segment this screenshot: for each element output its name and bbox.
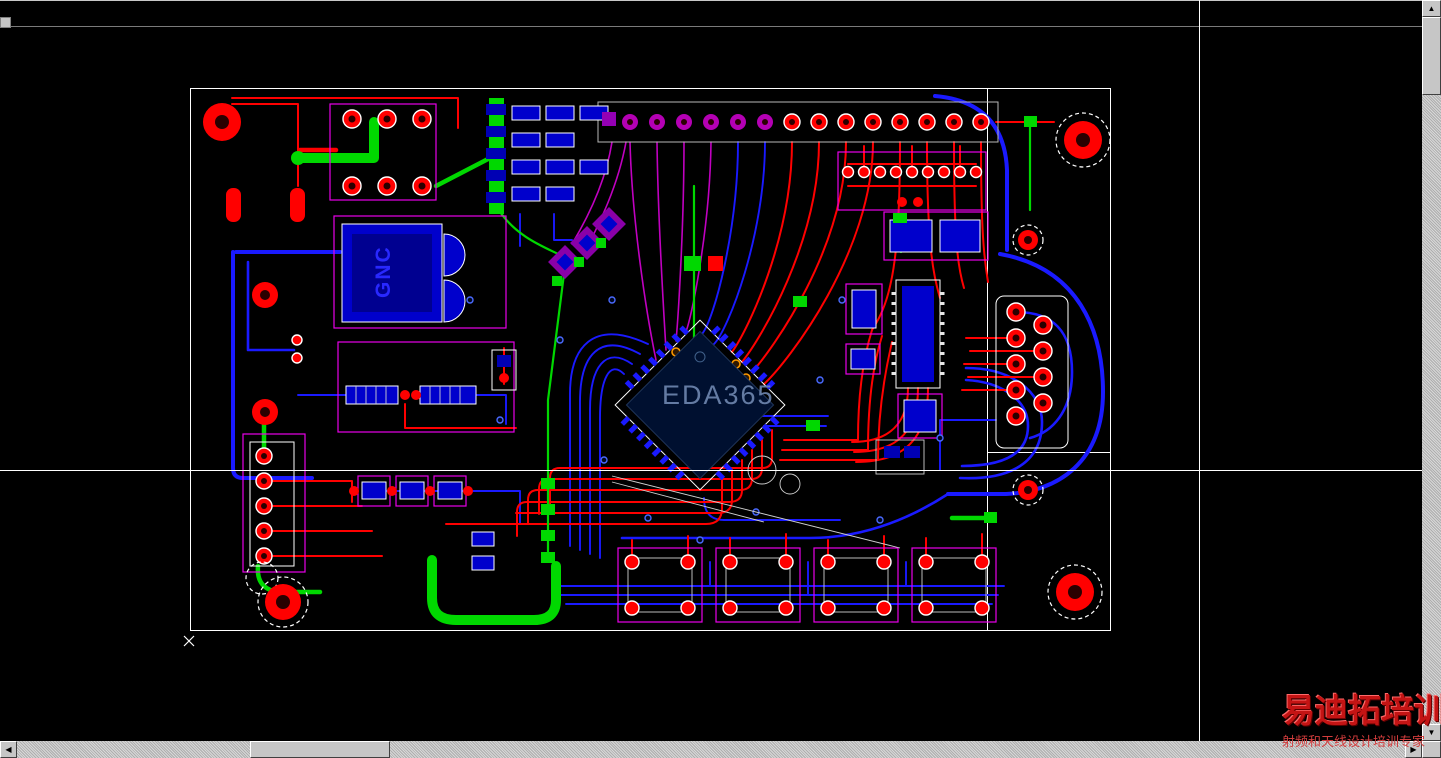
toolbar-divider (0, 26, 1422, 27)
horizontal-scrollbar-track[interactable] (0, 741, 1422, 758)
splitter-handle[interactable] (0, 17, 11, 28)
components (242, 98, 1069, 623)
site-watermark: 易迪拓培训 射频和天线设计培训专家 (1282, 692, 1441, 750)
scrollbar-up-button[interactable]: ▲ (1422, 0, 1441, 17)
scrollbar-down-button[interactable]: ▼ (1422, 724, 1441, 741)
transformer-label: GNC (372, 245, 395, 298)
mounting-holes (203, 103, 1111, 628)
site-watermark-title: 易迪拓培训 (1282, 692, 1441, 729)
right-side-components (850, 219, 981, 458)
scrollbar-left-button[interactable]: ◀ (0, 741, 17, 758)
pads-and-vias (226, 109, 1053, 616)
site-watermark-subtitle: 射频和天线设计培训专家 (1282, 733, 1426, 749)
transformer-component (341, 223, 466, 323)
window-top-edge (0, 0, 1422, 1)
left-middle-components (345, 355, 511, 571)
crosshair-vertical (1199, 0, 1200, 741)
vertical-scrollbar-thumb[interactable] (1422, 17, 1441, 95)
mid-layer-magenta-traces (571, 141, 712, 361)
vertical-scrollbar-track[interactable] (1422, 0, 1441, 741)
eda365-watermark: EDA365 (662, 380, 775, 410)
crosshair-horizontal (0, 470, 1422, 471)
capacitor-bank (486, 98, 609, 214)
horizontal-scrollbar-thumb[interactable] (250, 741, 390, 758)
